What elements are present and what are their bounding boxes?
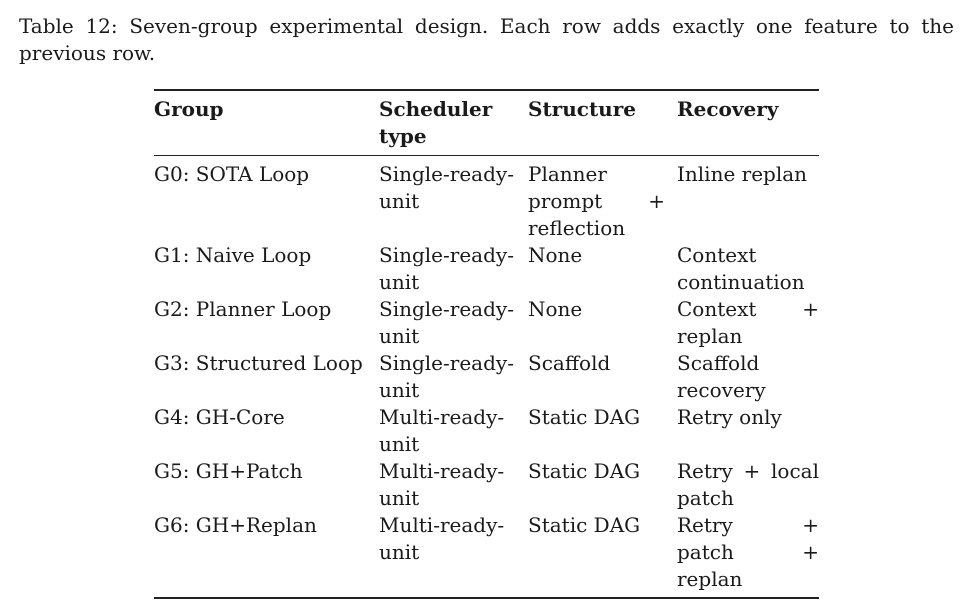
cell-scheduler-type: Single-ready-unit	[379, 297, 514, 348]
cell-recovery: Retry + patch + replan	[677, 513, 819, 591]
cell-recovery: Scaffold recovery	[677, 351, 766, 402]
header-scheduler-type: Scheduler type	[379, 97, 493, 148]
table-row: G4: GH-Core Multi-ready-unit Static DAG …	[154, 404, 819, 458]
table-row: G5: GH+Patch Multi-ready-unit Static DAG…	[154, 458, 819, 512]
table-row: G2: Planner Loop Single-ready-unit None …	[154, 296, 819, 350]
cell-group: G1: Naive Loop	[154, 243, 312, 267]
cell-structure: Static DAG	[528, 459, 641, 483]
cell-recovery: Context + replan	[677, 297, 819, 348]
header-structure: Structure	[528, 97, 636, 121]
cell-group: G2: Planner Loop	[154, 297, 332, 321]
cell-scheduler-type: Multi-ready-unit	[379, 459, 505, 510]
cell-group: G0: SOTA Loop	[154, 162, 310, 186]
table-header-row: Group Scheduler type Structure Recovery	[154, 90, 819, 156]
cell-scheduler-type: Single-ready-unit	[379, 243, 514, 294]
cell-structure: Planner prompt + reflection	[528, 162, 665, 240]
cell-scheduler-type: Multi-ready-unit	[379, 513, 505, 564]
cell-recovery: Inline replan	[677, 162, 808, 186]
cell-recovery: Retry + local patch	[677, 459, 819, 510]
cell-structure: Static DAG	[528, 405, 641, 429]
table-row: G6: GH+Replan Multi-ready-unit Static DA…	[154, 512, 819, 598]
cell-scheduler-type: Single-ready-unit	[379, 351, 514, 402]
header-group: Group	[154, 97, 224, 121]
cell-group: G3: Structured Loop	[154, 351, 363, 375]
cell-group: G6: GH+Replan	[154, 513, 317, 537]
cell-group: G4: GH-Core	[154, 405, 285, 429]
table-row: G1: Naive Loop Single-ready-unit None Co…	[154, 242, 819, 296]
table-caption: Table 12: Seven-group experimental desig…	[19, 14, 954, 65]
cell-structure: Static DAG	[528, 513, 641, 537]
experimental-design-table: Group Scheduler type Structure Recovery …	[154, 89, 819, 599]
table-row: G3: Structured Loop Single-ready-unit Sc…	[154, 350, 819, 404]
cell-structure: None	[528, 243, 583, 267]
cell-structure: None	[528, 297, 583, 321]
cell-recovery: Retry only	[677, 405, 782, 429]
cell-scheduler-type: Multi-ready-unit	[379, 405, 505, 456]
cell-group: G5: GH+Patch	[154, 459, 303, 483]
table-row: G0: SOTA Loop Single-ready-unit Planner …	[154, 156, 819, 243]
cell-structure: Scaffold	[528, 351, 611, 375]
cell-recovery: Context continuation	[677, 243, 805, 294]
cell-scheduler-type: Single-ready-unit	[379, 162, 514, 213]
header-recovery: Recovery	[677, 97, 779, 121]
